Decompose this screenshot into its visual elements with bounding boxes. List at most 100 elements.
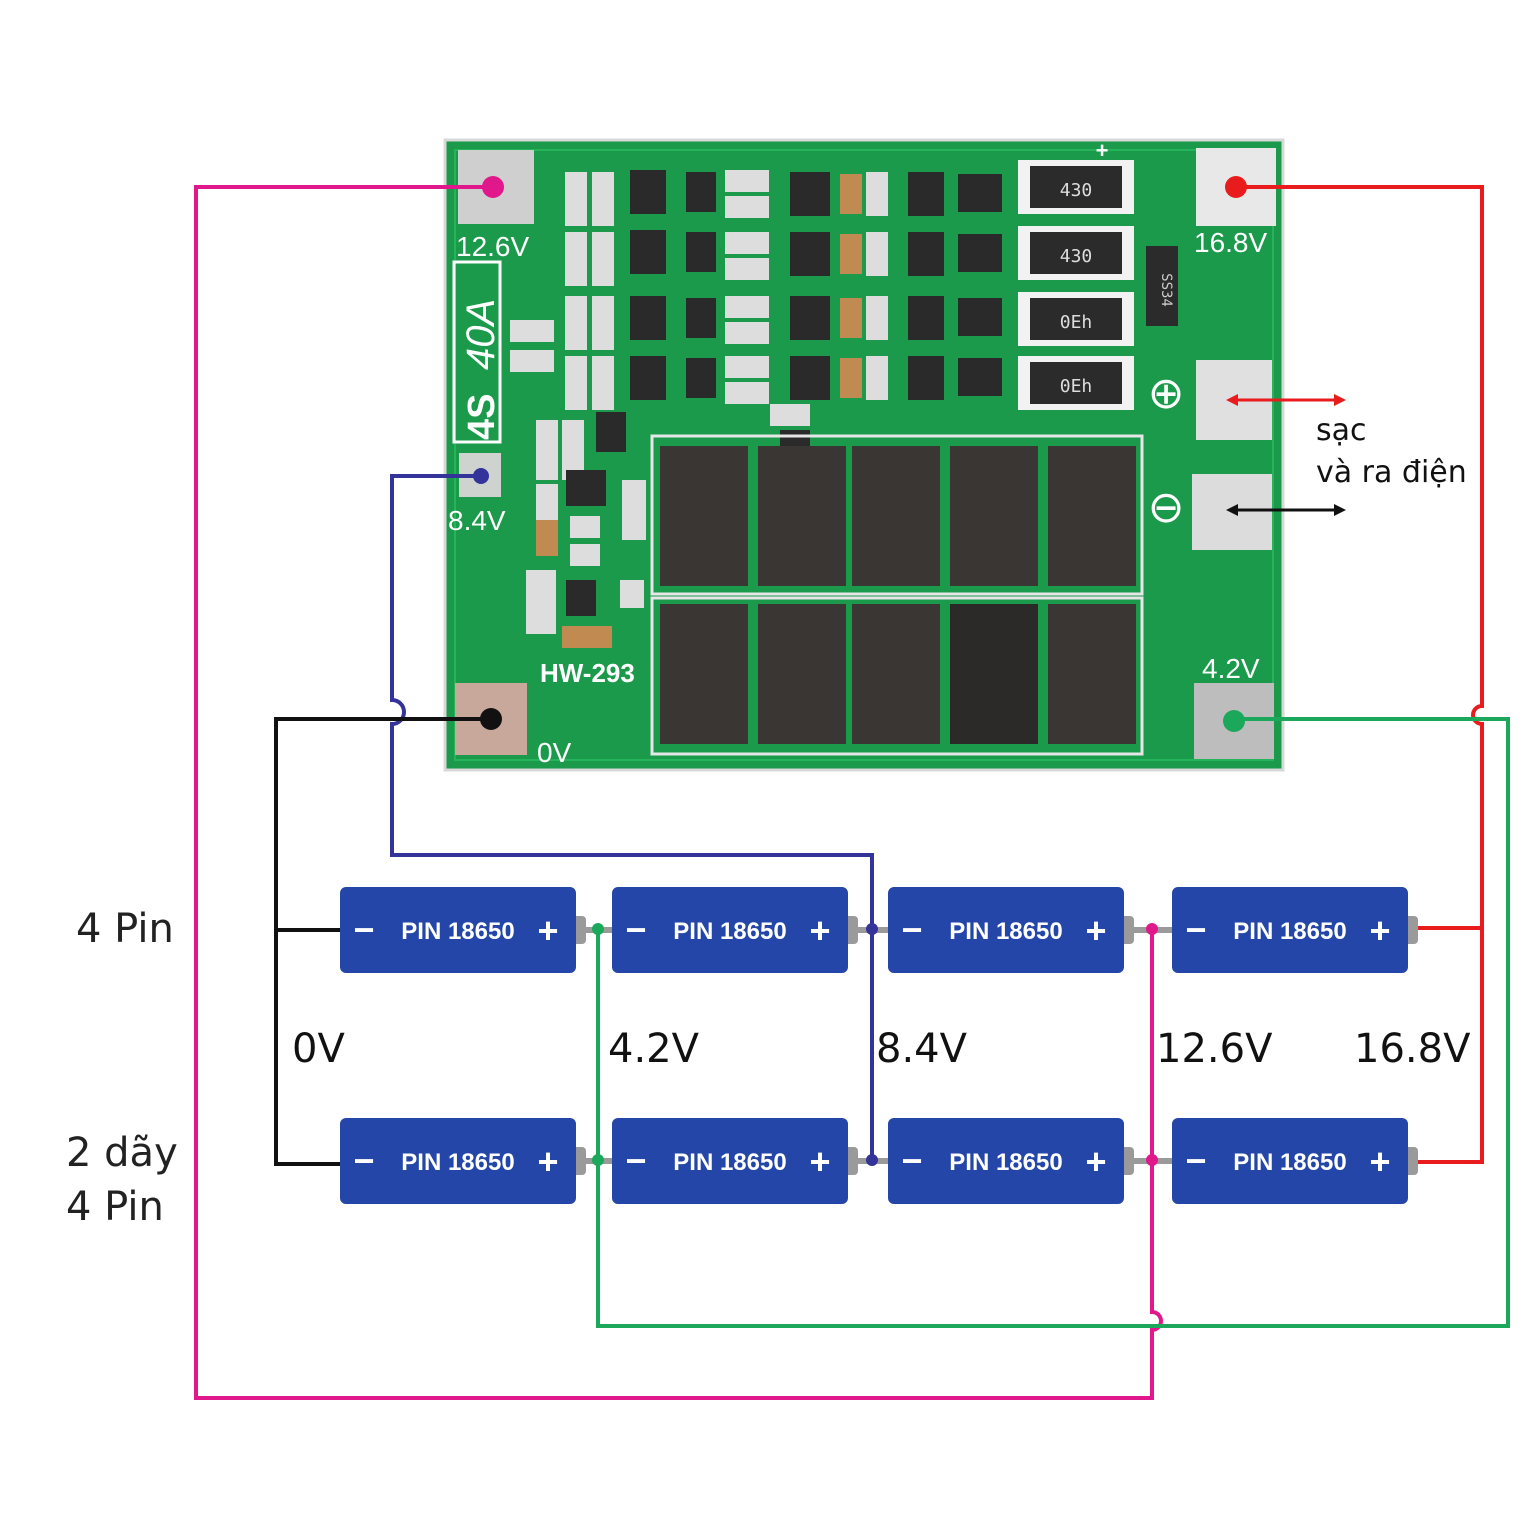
node-label-12v6: 12.6V: [1156, 1026, 1273, 1072]
pcb-silkscreen: 4S 40A HW-293 12.6V 16.8V 8.4V 4.2V 0V ⊕…: [448, 227, 1267, 768]
cell-label: PIN 18650: [949, 918, 1062, 945]
cell-body: [340, 1118, 576, 1204]
negative-terminal-icon: ⊖: [1148, 483, 1185, 532]
smd-capacitor: [536, 520, 558, 556]
cell-body: [612, 887, 848, 973]
smd-capacitor: [840, 298, 862, 338]
cell-body: [1172, 1118, 1408, 1204]
smd-resistor: [725, 196, 769, 218]
cell-minus-sign: −: [625, 1140, 646, 1181]
cell-plus-sign: +: [1085, 910, 1106, 951]
sot-chip: [630, 356, 666, 400]
cell-plus-sign: +: [1369, 1141, 1390, 1182]
annotation-line1: sạc: [1316, 413, 1367, 448]
node-label-8v4: 8.4V: [876, 1026, 968, 1072]
label-top-row: 4 Pin: [76, 906, 174, 952]
cell-label: PIN 18650: [1233, 1149, 1346, 1176]
smd-resistor: [770, 404, 810, 426]
arrow-right-icon: [1334, 504, 1346, 516]
positive-terminal-icon: ⊕: [1148, 369, 1185, 418]
cell-plus-sign: +: [1369, 910, 1390, 951]
smd-resistor: [866, 296, 888, 340]
cell-minus-sign: −: [901, 1140, 922, 1181]
cell-label: PIN 18650: [401, 918, 514, 945]
mosfet-array: [650, 434, 1144, 756]
sot-chip: [908, 356, 944, 400]
node-label-0v: 0V: [292, 1026, 345, 1072]
battery-cells: −PIN 18650+−PIN 18650+−PIN 18650+−PIN 18…: [340, 887, 1418, 1204]
label-bottom-row-line1: 2 dãy: [66, 1130, 178, 1176]
resistor-code: 0Eh: [1060, 312, 1093, 333]
sot-chip: [958, 298, 1002, 336]
plus-mark: +: [1096, 138, 1109, 163]
sot-chip: [596, 412, 626, 452]
current-label: 40A: [459, 299, 503, 370]
sot-chip: [790, 356, 830, 400]
smd-resistor: [565, 356, 587, 410]
cell-plus-sign: +: [809, 1141, 830, 1182]
wire-8v4: [390, 474, 874, 1158]
wires: [194, 185, 1510, 1400]
label-bottom-row-line2: 4 Pin: [66, 1184, 164, 1230]
mosfet: [660, 446, 748, 586]
cell-plus-sign: +: [809, 910, 830, 951]
smd-resistor: [570, 516, 600, 538]
smd-capacitor: [840, 234, 862, 274]
sot-chip: [790, 232, 830, 276]
smd-resistor: [725, 170, 769, 192]
junction-dot: [592, 1154, 604, 1166]
mosfet: [852, 446, 940, 586]
battery-cell: −PIN 18650+: [340, 1118, 586, 1204]
mosfet: [758, 604, 846, 744]
smd-capacitor: [562, 626, 612, 648]
smd-resistor: [592, 172, 614, 226]
smd-resistor: [510, 320, 554, 342]
pad-label-b3: 12.6V: [456, 231, 529, 262]
node-voltage-labels: 0V 4.2V 8.4V 12.6V 16.8V: [292, 1026, 1471, 1072]
mosfet: [1048, 604, 1136, 744]
smd-resistor: [570, 544, 600, 566]
smd-resistor: [725, 258, 769, 280]
sot-chip: [790, 172, 830, 216]
battery-cell: −PIN 18650+: [340, 887, 586, 973]
cell-body: [612, 1118, 848, 1204]
smd-resistor: [562, 420, 584, 480]
smd-resistor: [620, 580, 644, 608]
resistor-code: 430: [1060, 246, 1093, 267]
cell-label: PIN 18650: [1233, 918, 1346, 945]
battery-cell: −PIN 18650 +: [888, 887, 1134, 973]
smd-resistor: [510, 350, 554, 372]
battery-cell: −PIN 18650+: [612, 887, 858, 973]
cell-minus-sign: −: [1185, 1140, 1206, 1181]
smd-resistor: [725, 232, 769, 254]
node-label-16v8: 16.8V: [1354, 1026, 1471, 1072]
cell-body: [888, 1118, 1124, 1204]
smd-resistor: [725, 382, 769, 404]
sot-chip: [630, 230, 666, 274]
cell-minus-sign: −: [625, 909, 646, 950]
junction-dot: [592, 923, 604, 935]
cell-minus-sign: −: [901, 909, 922, 950]
junction-dot: [866, 923, 878, 935]
mosfet: [852, 604, 940, 744]
cell-label: PIN 18650: [673, 1149, 786, 1176]
mosfet: [950, 446, 1038, 586]
mosfet: [758, 446, 846, 586]
sot-chip: [686, 172, 716, 212]
smd-resistor: [866, 356, 888, 400]
smd-resistor: [725, 296, 769, 318]
battery-cell: −PIN 18650 +: [1172, 887, 1418, 973]
mosfet: [660, 604, 748, 744]
mosfet: [950, 604, 1038, 744]
pcb-outline: [454, 149, 1274, 761]
sot-chip: [908, 232, 944, 276]
cell-minus-sign: −: [1185, 909, 1206, 950]
cell-label: PIN 18650: [401, 1149, 514, 1176]
side-labels: 4 Pin 2 dãy 4 Pin: [66, 906, 178, 1230]
resistor-code: 430: [1060, 180, 1093, 201]
smd-resistor: [526, 570, 556, 634]
bms-board: 430 430 0Eh 0Eh SS34 +: [443, 138, 1285, 772]
smd-resistor: [592, 296, 614, 350]
cell-body: [888, 887, 1124, 973]
